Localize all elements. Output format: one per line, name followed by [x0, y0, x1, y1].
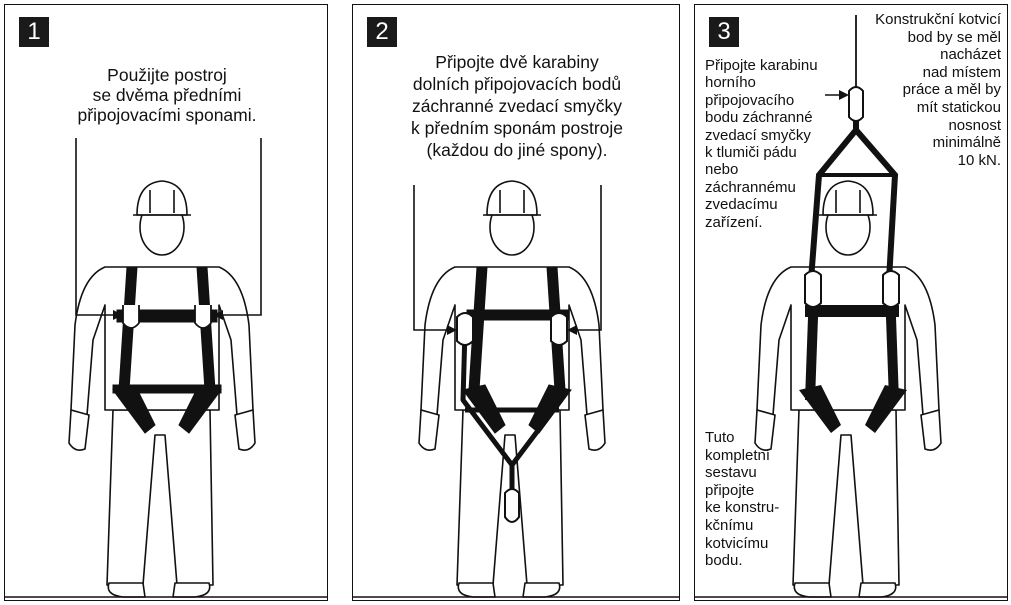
note-line: mít statickou — [875, 99, 1001, 117]
note-line: připojte — [705, 482, 779, 500]
note-line: zařízení. — [705, 214, 818, 231]
note-line: kotvicímu — [705, 535, 779, 553]
panel-3: 3 — [694, 4, 1008, 601]
note-line: bodu. — [705, 552, 779, 570]
note-line: Připojte karabinu — [705, 57, 818, 74]
note-line: zvedací smyčky — [705, 127, 818, 144]
panel-2: 2 Připojte dvě karabiny dolních připojov… — [352, 4, 680, 601]
panel-3-left-note: Připojte karabinu horního připojovacího … — [705, 57, 818, 231]
note-line: sestavu — [705, 464, 779, 482]
note-line: kompletní — [705, 447, 779, 465]
note-line: ke konstru- — [705, 499, 779, 517]
note-line: Konstrukční kotvicí — [875, 11, 1001, 29]
note-line: nebo — [705, 161, 818, 178]
note-line: nacházet — [875, 46, 1001, 64]
panel-1: 1 Použijte postroj se dvěma předními při… — [4, 4, 328, 601]
note-line: nad místem — [875, 64, 1001, 82]
note-line: 10 kN. — [875, 152, 1001, 170]
note-line: bod by se měl — [875, 29, 1001, 47]
note-line: nosnost — [875, 117, 1001, 135]
note-line: bodu záchranné — [705, 109, 818, 126]
note-line: k tlumiči pádu — [705, 144, 818, 161]
note-line: Tuto — [705, 429, 779, 447]
worker-harness-illustration-2 — [353, 5, 680, 601]
panel-3-bottom-note: Tuto kompletní sestavu připojte ke konst… — [705, 429, 779, 570]
worker-harness-illustration-1 — [5, 5, 328, 601]
note-line: připojovacího — [705, 92, 818, 109]
note-line: horního — [705, 74, 818, 91]
note-line: práce a měl by — [875, 81, 1001, 99]
panel-3-right-note: Konstrukční kotvicí bod by se měl nacház… — [875, 11, 1001, 169]
note-line: minimálně — [875, 134, 1001, 152]
note-line: záchrannému — [705, 179, 818, 196]
note-line: kčnímu — [705, 517, 779, 535]
note-line: zvedacímu — [705, 196, 818, 213]
